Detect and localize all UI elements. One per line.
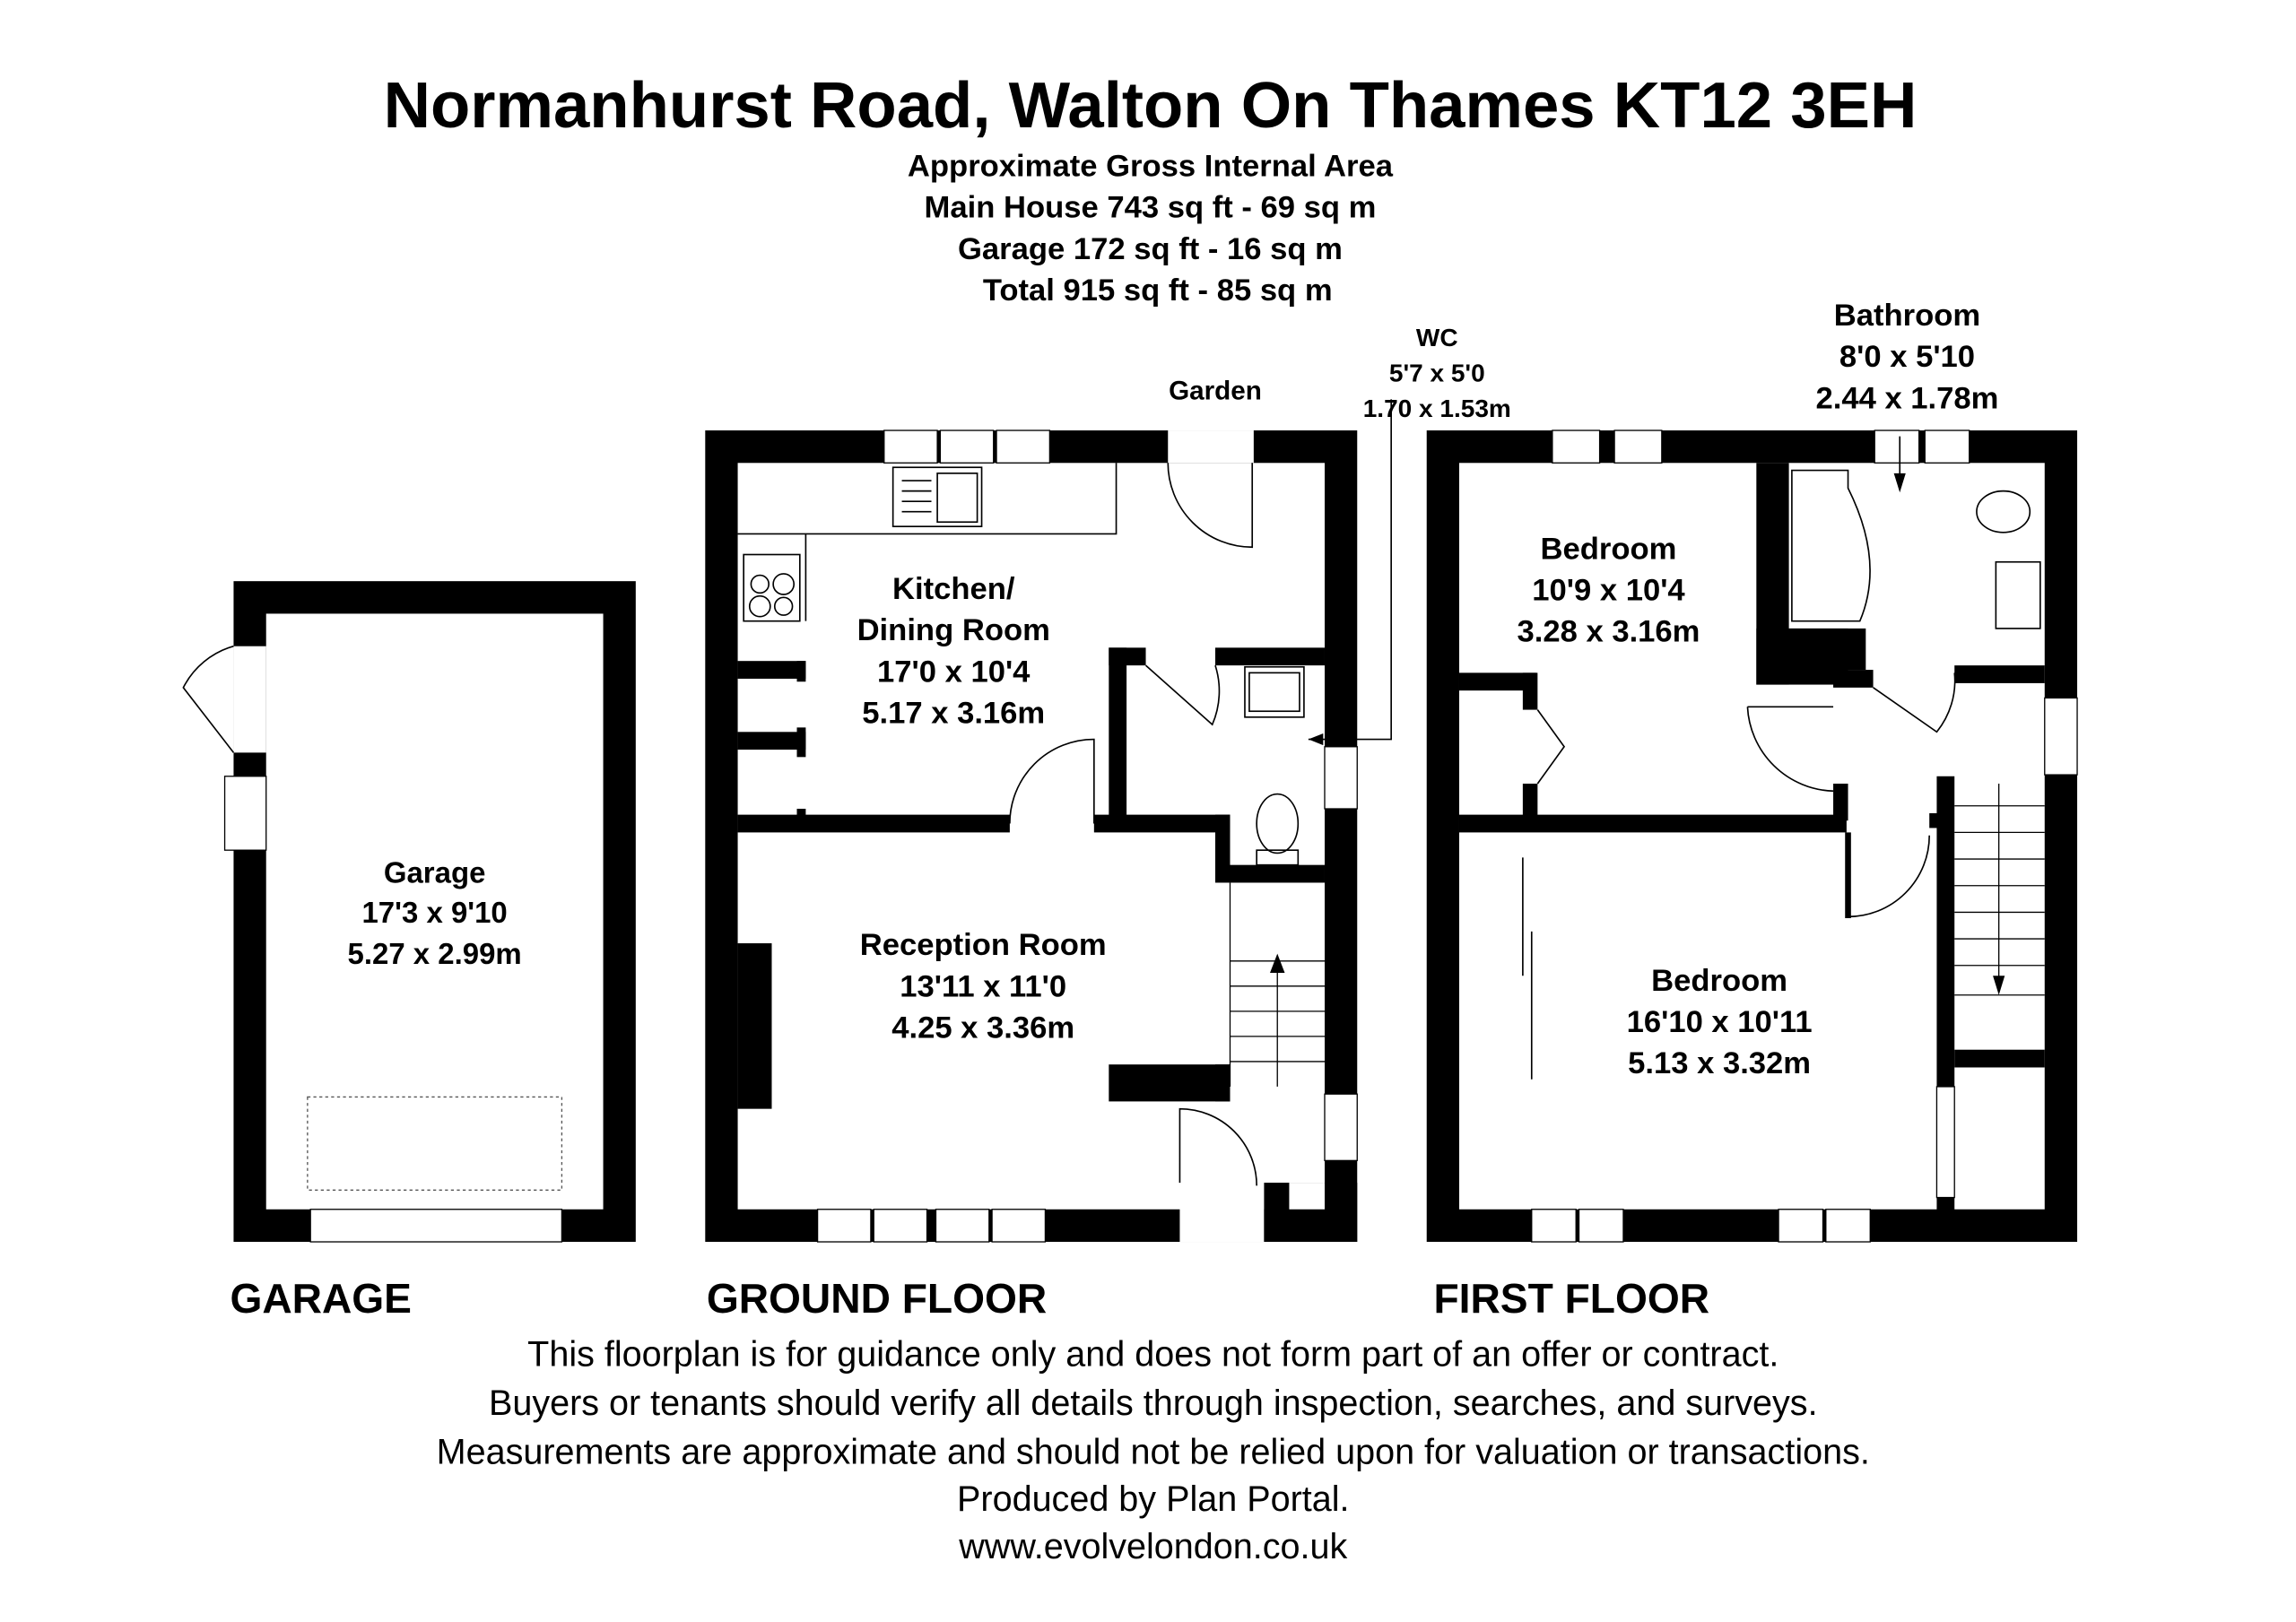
garden-label: Garden [1169,376,1262,405]
disclaimer-line: Buyers or tenants should verify all deta… [489,1383,1818,1423]
bathroom-label: Bathroom [1834,299,1980,333]
disclaimer-line: Measurements are approximate and should … [437,1432,1870,1471]
area-main-house: Main House 743 sq ft - 69 sq m [925,191,1377,225]
ground-floor-plan [705,399,1392,1243]
disclaimer-line: This floorplan is for guidance only and … [527,1334,1779,1374]
floor-label-first: FIRST FLOOR [1433,1275,1709,1322]
garage-metric: 5.27 x 2.99m [348,937,522,970]
bedroom2-label: Bedroom [1651,964,1787,998]
first-floor-plan [1426,429,2078,1243]
reception-label: Reception Room [860,928,1107,962]
floor-label-garage: GARAGE [230,1275,412,1322]
bedroom2-imperial: 16'10 x 10'11 [1627,1005,1813,1039]
bedroom1-metric: 3.28 x 3.16m [1517,615,1700,649]
wc-metric: 1.70 x 1.53m [1363,395,1511,422]
bedroom1-label: Bedroom [1541,532,1677,566]
wc-label: WC [1416,324,1458,351]
kitchen-label-2: Dining Room [857,613,1050,647]
bathroom-metric: 2.44 x 1.78m [1815,381,1998,415]
kitchen-metric: 5.17 x 3.16m [862,696,1045,730]
garage-label: Garage [384,855,486,889]
area-garage: Garage 172 sq ft - 16 sq m [958,232,1343,266]
garage-plan [182,581,636,1243]
area-heading: Approximate Gross Internal Area [908,150,1394,184]
bedroom2-metric: 5.13 x 3.32m [1628,1046,1811,1080]
floor-label-ground: GROUND FLOOR [707,1275,1047,1322]
kitchen-imperial: 17'0 x 10'4 [877,655,1031,689]
bedroom1-imperial: 10'9 x 10'4 [1532,574,1685,608]
reception-metric: 4.25 x 3.36m [891,1011,1074,1045]
kitchen-label-1: Kitchen/ [892,572,1015,606]
website: www.evolvelondon.co.uk [958,1527,1347,1566]
produced-by: Produced by Plan Portal. [957,1479,1349,1519]
plan-title: Normanhurst Road, Walton On Thames KT12 … [384,69,1918,142]
area-total: Total 915 sq ft - 85 sq m [983,273,1333,308]
reception-imperial: 13'11 x 11'0 [900,969,1066,1003]
bathroom-imperial: 8'0 x 5'10 [1839,340,1975,374]
garage-imperial: 17'3 x 9'10 [361,896,507,929]
wc-imperial: 5'7 x 5'0 [1389,360,1485,387]
